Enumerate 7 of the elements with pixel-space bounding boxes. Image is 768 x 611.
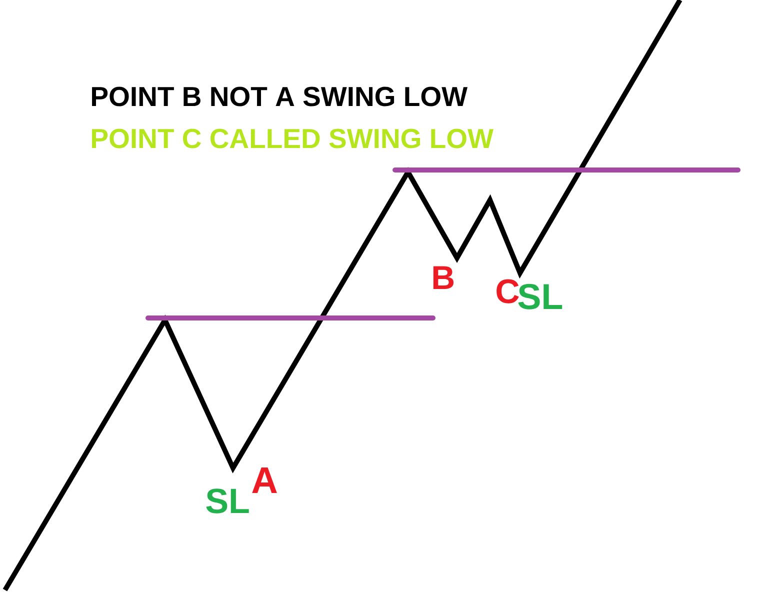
point-label: A	[252, 468, 277, 493]
point-label: B	[433, 266, 454, 289]
note-text: POINT B NOT A SWING LOW	[92, 86, 468, 106]
point-label: C	[496, 279, 519, 304]
swing-low-label: SL	[206, 488, 249, 514]
swing-low-label: SL	[518, 284, 562, 310]
note-text: POINT C CALLED SWING LOW	[92, 128, 494, 148]
